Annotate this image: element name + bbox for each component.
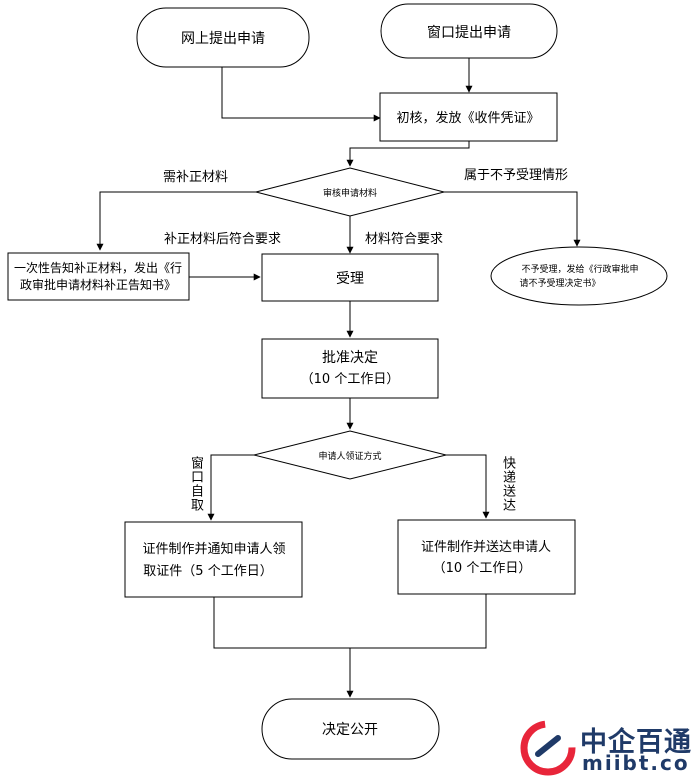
text-apply-window: 窗口提出申请 xyxy=(427,24,511,41)
edge-notify-to-join xyxy=(213,597,350,649)
text-supplement-notice-1: 一次性告知补正材料，发出《行 xyxy=(14,260,182,275)
text-reject-2: 请不予受理决定书》 xyxy=(519,277,600,289)
edge-review-to-reject xyxy=(444,191,581,247)
label-window-pickup: 窗口自取 xyxy=(188,456,203,512)
watermark-logo: 中企百通 miibt.com xyxy=(520,718,691,777)
text-initial-review: 初核，发放《收件凭证》 xyxy=(396,110,539,126)
text-collect-method: 申请人领证方式 xyxy=(318,450,381,462)
text-publish: 决定公开 xyxy=(322,722,378,738)
node-initial-review xyxy=(379,92,558,142)
text-review-materials: 审核申请材料 xyxy=(323,187,377,199)
edge-deliver-to-join xyxy=(350,594,487,649)
node-notify-applicant xyxy=(124,521,303,598)
node-accept xyxy=(261,253,439,302)
node-supplement-notice xyxy=(7,252,190,301)
node-review-materials xyxy=(255,167,445,217)
text-deliver-2: （10 个工作日） xyxy=(433,561,532,576)
edge-method-to-deliver xyxy=(446,454,490,519)
text-supplement-notice-2: 政审批申请材料补正告知书》 xyxy=(20,277,176,292)
edge-review-to-supplement xyxy=(96,191,262,251)
label-express: 快递送达 xyxy=(500,456,515,512)
text-apply-online: 网上提出申请 xyxy=(181,31,265,47)
node-publish xyxy=(261,698,440,760)
node-approve xyxy=(261,338,439,399)
connectors xyxy=(96,58,581,698)
edge-method-to-notify xyxy=(207,454,254,521)
label-supplement-ok: 补正材料后符合要求 xyxy=(164,232,282,247)
logo-mark-icon xyxy=(520,720,576,776)
edge-online-to-initial xyxy=(221,67,381,122)
text-accept: 受理 xyxy=(336,271,364,287)
text-reject-1: 不予受理，发给《行政审批申 xyxy=(521,263,638,275)
node-apply-window xyxy=(380,3,558,59)
text-notify-1: 证件制作并通知申请人领 xyxy=(142,541,285,557)
text-approve-2: （10 个工作日） xyxy=(301,372,400,387)
label-not-accepted: 属于不予受理情形 xyxy=(464,168,569,183)
node-reject xyxy=(490,246,668,306)
logo-name: 中企百通 xyxy=(580,727,691,758)
label-need-supplement: 需补正材料 xyxy=(163,170,229,185)
text-deliver-1: 证件制作并送达申请人 xyxy=(421,540,551,555)
node-collect-method xyxy=(253,430,447,480)
logo-domain: miibt.com xyxy=(582,751,691,775)
label-materials-ok: 材料符合要求 xyxy=(365,232,444,247)
edge-initial-to-review xyxy=(346,141,470,167)
text-notify-2: 取证件（5 个工作日） xyxy=(143,564,272,579)
node-deliver-applicant xyxy=(397,519,576,595)
node-apply-online xyxy=(136,7,310,68)
text-approve-1: 批准决定 xyxy=(322,350,378,366)
